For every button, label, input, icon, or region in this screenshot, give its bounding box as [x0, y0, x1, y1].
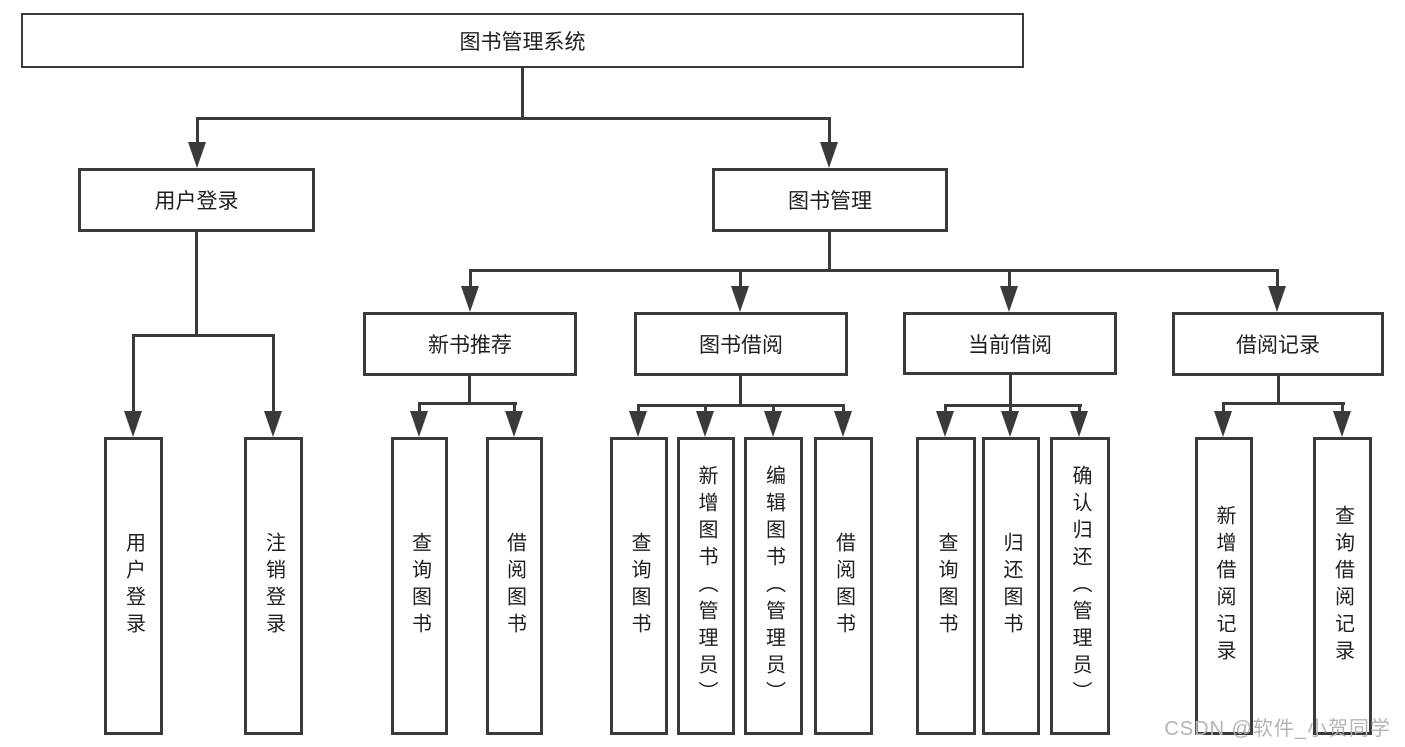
connector-line [1222, 402, 1345, 405]
leaf-add-book-admin: 新增图书（管理员） [677, 437, 735, 735]
connector-line [704, 404, 707, 412]
arrowhead-down-icon [1268, 286, 1286, 312]
connector-line [1009, 404, 1012, 412]
leaf-query-books-3: 查询图书 [916, 437, 976, 735]
leaf-borrow-books-1: 借阅图书 [486, 437, 543, 735]
watermark: CSDN @软件_小贺同学 [1164, 718, 1391, 740]
connector-line [944, 404, 1082, 407]
node-borrow-records: 借阅记录 [1172, 312, 1384, 376]
connector-line [739, 376, 742, 407]
node-label: 借阅图书 [832, 532, 855, 640]
node-label: 查询图书 [935, 532, 957, 640]
leaf-query-borrow-record: 查询借阅记录 [1313, 437, 1372, 735]
connector-line [418, 402, 517, 405]
leaf-return-books: 归还图书 [982, 437, 1040, 735]
connector-line [469, 269, 1279, 272]
connector-line [1277, 376, 1280, 405]
connector-line [828, 117, 831, 145]
connector-line [1341, 402, 1344, 412]
node-label: 编辑图书（管理员） [762, 464, 785, 708]
arrowhead-down-icon [1333, 411, 1351, 437]
arrowhead-down-icon [936, 411, 954, 437]
leaf-confirm-return-admin: 确认归还（管理员） [1050, 437, 1110, 735]
node-label: 借阅记录 [1236, 334, 1320, 357]
connector-line [272, 334, 275, 412]
arrowhead-down-icon [1214, 411, 1232, 437]
node-label: 查询借阅记录 [1331, 505, 1354, 667]
connector-line [132, 334, 275, 337]
arrowhead-down-icon [264, 411, 282, 437]
arrowhead-down-icon [1070, 411, 1088, 437]
node-book-management: 图书管理 [712, 168, 948, 232]
node-book-borrow: 图书借阅 [634, 312, 848, 376]
leaf-query-books-1: 查询图书 [391, 437, 448, 735]
node-root: 图书管理系统 [21, 13, 1024, 68]
arrowhead-down-icon [124, 411, 142, 437]
arrowhead-down-icon [820, 142, 838, 168]
arrowhead-down-icon [834, 411, 852, 437]
leaf-query-books-2: 查询图书 [610, 437, 668, 735]
node-label: 用户登录 [154, 190, 239, 213]
connector-line [521, 68, 524, 119]
node-label: 用户登录 [122, 532, 145, 640]
node-new-book-recommend: 新书推荐 [363, 312, 577, 376]
connector-line [418, 402, 421, 412]
leaf-user-login: 用户登录 [104, 437, 163, 735]
node-label: 归还图书 [1000, 532, 1022, 640]
connector-line [637, 404, 640, 412]
connector-line [828, 232, 831, 272]
connector-line [196, 117, 831, 120]
connector-line [132, 334, 135, 412]
connector-line [469, 269, 472, 289]
node-current-borrow: 当前借阅 [903, 312, 1117, 375]
node-label: 图书管理系统 [459, 30, 586, 54]
node-label: 图书借阅 [699, 334, 783, 357]
arrowhead-down-icon [696, 411, 714, 437]
arrowhead-down-icon [731, 286, 749, 312]
node-label: 新增图书（管理员） [695, 464, 717, 708]
leaf-borrow-books-2: 借阅图书 [814, 437, 873, 735]
connector-line [739, 269, 742, 289]
leaf-logout: 注销登录 [244, 437, 303, 735]
arrowhead-down-icon [764, 411, 782, 437]
connector-line [842, 404, 845, 412]
leaf-add-borrow-record: 新增借阅记录 [1195, 437, 1253, 735]
connector-line [1222, 402, 1225, 412]
connector-line [1078, 404, 1081, 412]
node-label: 查询图书 [408, 532, 431, 640]
connector-line [513, 402, 516, 412]
connector-line [637, 404, 845, 407]
node-label: 当前借阅 [968, 333, 1052, 357]
connector-line [772, 404, 775, 412]
node-user-login: 用户登录 [78, 168, 315, 232]
connector-line [196, 117, 199, 145]
node-label: 借阅图书 [503, 532, 526, 640]
node-label: 新增借阅记录 [1213, 505, 1235, 667]
connector-line [1008, 269, 1011, 289]
leaf-edit-book-admin: 编辑图书（管理员） [744, 437, 803, 735]
arrowhead-down-icon [461, 286, 479, 312]
node-label: 新书推荐 [428, 334, 512, 357]
node-label: 确认归还（管理员） [1069, 464, 1091, 708]
node-label: 注销登录 [262, 532, 285, 640]
arrowhead-down-icon [1000, 286, 1018, 312]
arrowhead-down-icon [629, 411, 647, 437]
connector-line [944, 404, 947, 412]
arrowhead-down-icon [188, 142, 206, 168]
connector-line [468, 376, 471, 405]
connector-line [1009, 375, 1012, 407]
arrowhead-down-icon [505, 411, 523, 437]
connector-line [195, 232, 198, 336]
node-label: 查询图书 [628, 532, 650, 640]
arrowhead-down-icon [410, 411, 428, 437]
connector-line [1276, 269, 1279, 289]
arrowhead-down-icon [1001, 411, 1019, 437]
node-label: 图书管理 [788, 190, 872, 213]
